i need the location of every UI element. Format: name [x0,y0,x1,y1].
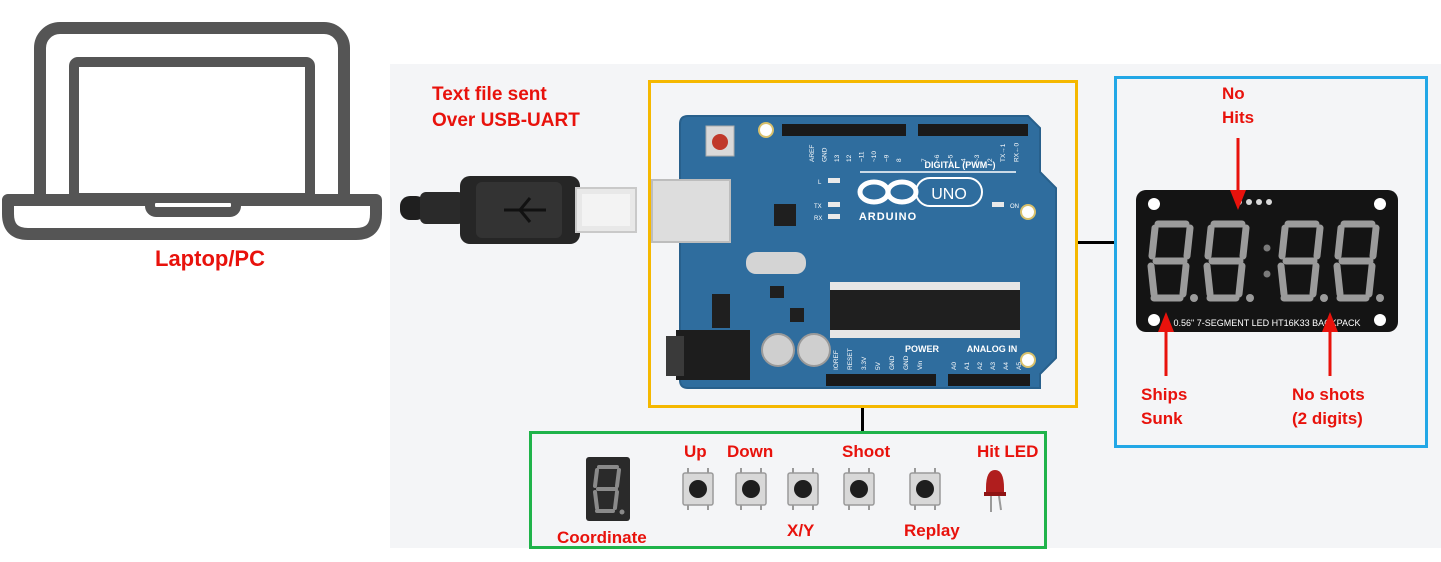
arduino-top-pin-label: ~10 [871,151,878,162]
arduino-analog-pin-label: A2 [977,362,984,370]
arrow-up-icon [1322,312,1338,376]
up-label: Up [684,442,707,461]
up-pushbutton[interactable] [681,468,715,510]
arduino-analog-pin-label: A3 [990,362,997,370]
arduino-top-pin-label: TX→1 [1000,143,1007,162]
arduino-top-pin-label: 7 [921,158,928,162]
replay-label: Replay [904,521,960,540]
arduino-top-pin-label: 13 [834,154,841,162]
hit-led-icon [984,470,1006,512]
shoot-pushbutton[interactable] [842,468,876,510]
segment-digit [1147,220,1198,302]
arrow-down-icon [1230,138,1246,210]
down-label: Down [727,442,774,461]
no-hits-label-line-1: No [1222,84,1245,103]
arduino-uno-board: ARDUINO UNO DIGITAL (PWM~) POWER ANALOG … [651,115,1057,389]
ships-sunk-label-line-2: Sunk [1141,409,1183,428]
arduino-power-pin-labels: IOREF RESET 3.3V 5V GND GND Vin [833,348,924,370]
arduino-power-pin-label: 5V [875,361,882,370]
arduino-brand-text: ARDUINO [859,211,917,223]
segment-digit [1333,220,1384,302]
usb-label-line-2: Over USB-UART [432,110,580,131]
coordinate-label: Coordinate [557,528,647,547]
arduino-analog-label: ANALOG IN [967,344,1018,354]
arduino-top-pin-label: ~5 [947,154,954,162]
usb-label-line-1: Text file sent [432,84,547,105]
arduino-model-text: UNO [931,186,967,203]
connector-line-controls [861,408,864,431]
arduino-analog-pin-label: A1 [964,362,971,370]
usb-label: Text file sent Over USB-UART [432,82,580,134]
arduino-analog-pin-label: A0 [951,362,958,370]
arduino-top-pin-label: ~11 [859,151,866,162]
arduino-on-label: ON [1010,204,1019,210]
ships-sunk-label: Ships Sunk [1141,383,1187,431]
xy-label: X/Y [787,521,815,540]
arduino-power-pin-label: RESET [847,348,854,370]
arduino-top-pin-label: ~9 [883,154,890,162]
arduino-power-pin-label: GND [889,355,896,370]
arduino-top-pin-label: ~6 [934,154,941,162]
backpack-label: 0.56" 7-SEGMENT LED HT16K33 BACKPACK [1174,318,1361,328]
arduino-top-pin-label: 4 [961,158,968,162]
segment-digit [1277,220,1328,302]
display-frame [1114,76,1428,448]
arduino-top-pin-label: 2 [987,158,994,162]
connector-line-display [1078,241,1114,244]
arduino-power-label: POWER [905,344,940,354]
arduino-power-pin-label: Vin [917,360,924,370]
arduino-analog-pin-labels: A0 A1 A2 A3 A4 A5 [951,362,1023,370]
arduino-top-pin-labels: AREF GND 13 12 ~11 ~10 ~9 8 7 ~6 ~5 4 ~3 2 TX→1 RX←0 [809,142,1020,162]
shoot-label: Shoot [842,442,891,461]
laptop-icon [2,22,382,240]
arduino-power-pin-label: 3.3V [861,356,868,370]
seven-segment-display: 0.56" 7-SEGMENT LED HT16K33 BACKPACK [1136,190,1398,332]
arduino-analog-pin-label: A4 [1003,362,1010,370]
arduino-analog-pin-label: A5 [1016,362,1023,370]
arduino-top-pin-label: 12 [846,154,853,162]
hit-led-label: Hit LED [977,442,1039,461]
arduino-l-label: L [818,180,822,186]
arduino-power-pin-label: GND [903,355,910,370]
no-shots-label-line-2: (2 digits) [1292,409,1363,428]
xy-pushbutton[interactable] [786,468,820,510]
arduino-frame [648,80,1078,408]
arduino-top-pin-label: AREF [809,145,816,162]
arduino-digital-label: DIGITAL (PWM~) [925,160,996,170]
single-seven-segment-icon [586,457,630,521]
arduino-top-pin-label: ~3 [974,154,981,162]
laptop-label: Laptop/PC [155,246,265,271]
replay-pushbutton[interactable] [908,468,942,510]
segment-digit [1203,220,1254,302]
arduino-top-pin-label: RX←0 [1013,142,1020,162]
no-shots-label-line-1: No shots [1292,385,1365,404]
no-hits-label: No Hits [1222,82,1254,130]
down-pushbutton[interactable] [734,468,768,510]
arduino-top-pin-label: GND [821,147,828,162]
usb-cable-icon [400,176,637,244]
arrow-up-icon [1158,312,1174,376]
arduino-power-pin-label: IOREF [833,350,840,370]
no-hits-label-line-2: Hits [1222,108,1255,127]
no-shots-label: No shots (2 digits) [1292,383,1365,431]
arduino-rx-label: RX [814,216,822,222]
arduino-top-pin-label: 8 [896,158,903,162]
arduino-tx-label: TX [814,204,822,210]
ships-sunk-label-line-1: Ships [1141,385,1188,404]
controls-frame [529,431,1047,549]
